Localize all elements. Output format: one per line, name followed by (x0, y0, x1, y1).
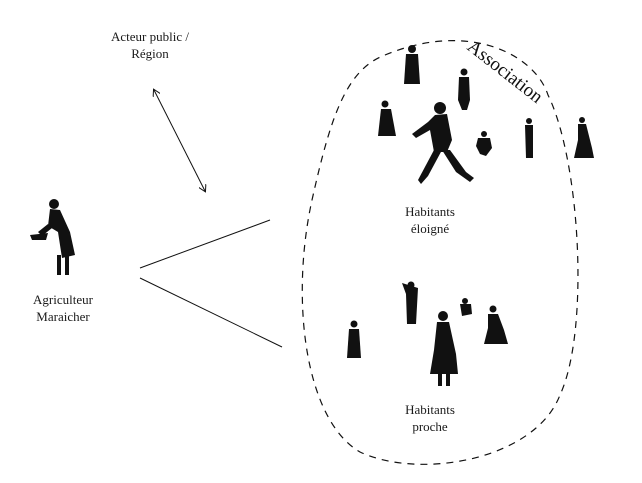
walking-man-silhouette-icon (412, 102, 474, 184)
woman-silhouette-icon (430, 311, 458, 386)
farmer-label-line1: Agriculteur (33, 292, 93, 307)
distant-inhabitants-label-line2: éloigné (410, 221, 450, 236)
link-line-to-eloigne (139, 219, 271, 269)
person-silhouette-icon (402, 281, 418, 324)
person-silhouette-icon (484, 305, 508, 344)
child-silhouette-icon (476, 131, 492, 156)
person-silhouette-icon (404, 45, 420, 84)
public-actor-label-line2: Région (131, 46, 169, 61)
farmer-silhouette-icon (30, 199, 75, 275)
person-silhouette-icon (378, 100, 396, 136)
link-line-to-proche (139, 277, 283, 348)
near-inhabitants-label: Habitants proche (380, 401, 480, 435)
distant-inhabitants-label: Habitants éloigné (380, 203, 480, 237)
child-silhouette-icon (460, 298, 472, 316)
association-boundary (301, 40, 579, 465)
farmer-label-line2: Maraicher (36, 309, 90, 324)
public-actor-label: Acteur public / Région (88, 28, 212, 62)
person-silhouette-icon (347, 320, 361, 358)
person-silhouette-icon (574, 117, 594, 158)
public-actor-label-line1: Acteur public / (111, 29, 189, 44)
near-inhabitants-label-line1: Habitants (405, 402, 455, 417)
near-inhabitants-label-line2: proche (412, 419, 448, 434)
farmer-label: Agriculteur Maraicher (8, 291, 118, 325)
distant-inhabitants-label-line1: Habitants (405, 204, 455, 219)
person-silhouette-icon (458, 68, 470, 110)
double-arrow (154, 90, 205, 191)
person-silhouette-icon (525, 118, 533, 158)
